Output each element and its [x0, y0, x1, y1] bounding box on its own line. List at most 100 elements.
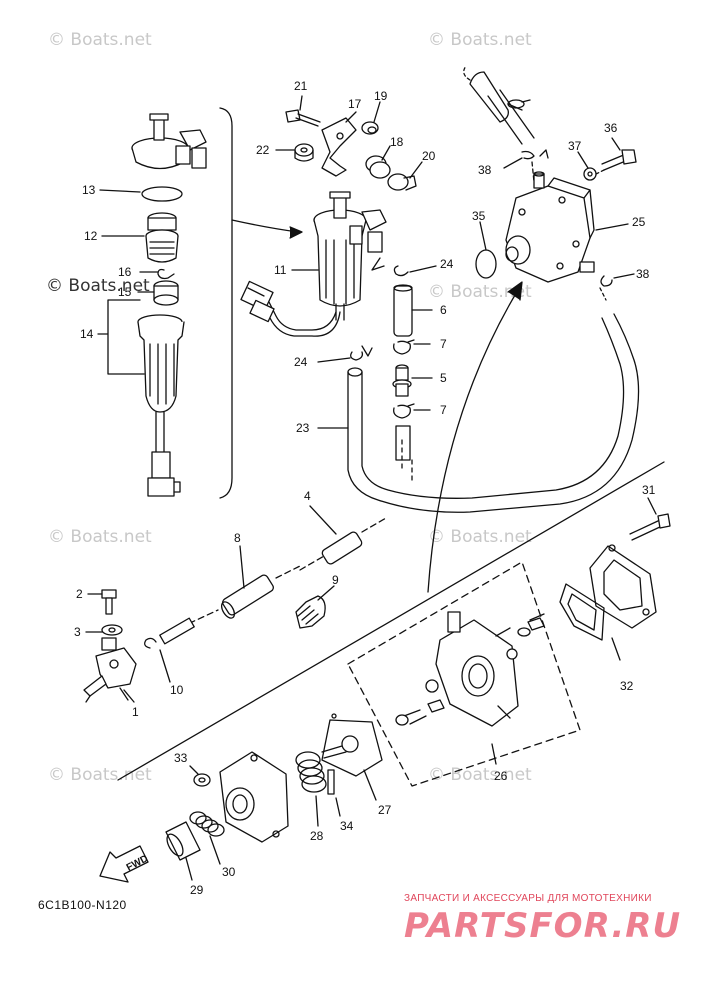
callout-18: 18 [390, 135, 404, 149]
spring-30 [189, 811, 225, 837]
callout-25: 25 [632, 215, 646, 229]
float [153, 280, 179, 306]
clip [157, 268, 175, 280]
callout-7a: 7 [440, 337, 447, 351]
flow-arrow [427, 289, 519, 593]
callout-9: 9 [332, 573, 339, 587]
brand-logo[interactable]: PARTSFOR.RU [404, 906, 682, 946]
filter-9 [295, 595, 326, 629]
piston-29 [165, 821, 201, 861]
callout-24b: 24 [294, 355, 308, 369]
fuel-pump-25 [505, 171, 595, 283]
hose-upper [463, 65, 535, 145]
sensor-wire [267, 299, 337, 331]
callout-36: 36 [604, 121, 618, 135]
callout-4: 4 [304, 489, 311, 503]
callout-27: 27 [378, 803, 392, 817]
spring-28 [295, 751, 327, 793]
callout-8: 8 [234, 531, 241, 545]
callout-38a: 38 [478, 163, 492, 177]
joint-5 [392, 364, 412, 397]
nut-22 [294, 143, 314, 162]
callout-21: 21 [294, 79, 308, 93]
gasket-32 [559, 583, 605, 641]
o-ring [141, 186, 183, 202]
sensor-connector [240, 280, 275, 323]
callout-13: 13 [82, 183, 96, 197]
fwd-arrow-icon [99, 845, 149, 883]
callout-11: 11 [274, 263, 287, 277]
hose-4 [321, 531, 363, 565]
clip-38b [600, 275, 613, 287]
callout-19: 19 [374, 89, 388, 103]
callout-38b: 38 [636, 267, 650, 281]
callout-1: 1 [132, 705, 139, 719]
clip-38 [521, 150, 535, 160]
hose-6 [393, 284, 413, 337]
hose-8 [220, 574, 274, 619]
pin-34 [327, 769, 335, 795]
section-divider [117, 461, 665, 781]
plug-20 [387, 173, 417, 191]
callout-29: 29 [190, 883, 204, 897]
water-separator-11 [313, 191, 387, 321]
watermark: © Boats.net [48, 527, 152, 547]
callout-2: 2 [76, 587, 83, 601]
fuel-filter-cap [131, 113, 207, 170]
filter-element [145, 212, 179, 263]
bracket-17 [321, 117, 357, 177]
assembly-dashed-box [347, 561, 581, 787]
pipe-10 [144, 617, 195, 649]
callout-22: 22 [256, 143, 270, 157]
callout-28: 28 [310, 829, 324, 843]
clip-24b [350, 351, 364, 361]
callout-37: 37 [568, 139, 582, 153]
callout-20: 20 [422, 149, 436, 163]
bolt-36 [601, 149, 637, 171]
callout-34: 34 [340, 819, 354, 833]
clamp-7 [393, 339, 415, 355]
callout-5: 5 [440, 371, 447, 385]
callout-33: 33 [174, 751, 188, 765]
brand-tagline: ЗАПЧАСТИ И АКСЕССУАРЫ ДЛЯ МОТОТЕХНИКИ [404, 893, 652, 904]
callout-7b: 7 [440, 403, 447, 417]
clamp-7b [393, 403, 415, 419]
fuel-hose-23 [347, 313, 640, 513]
watermark: © Boats.net [428, 527, 532, 547]
detail-bracket [219, 107, 233, 499]
pump-body-26 [395, 611, 545, 727]
watermark: © Boats.net [46, 276, 150, 296]
cock-1 [83, 637, 137, 703]
bolt-2 [101, 589, 117, 615]
callout-35: 35 [472, 209, 486, 223]
bolt-21 [285, 109, 321, 127]
grommet-19 [361, 121, 379, 135]
washer-37 [583, 167, 597, 181]
watermark: © Boats.net [48, 765, 152, 785]
grommet-18 [365, 155, 391, 179]
watermark: © Boats.net [428, 30, 532, 50]
bolt-31 [629, 513, 671, 541]
detail-arrow-head [289, 226, 303, 239]
watermark: © Boats.net [428, 282, 532, 302]
callout-30: 30 [222, 865, 236, 879]
callout-15: 15 [118, 285, 132, 299]
callout-31: 31 [642, 483, 656, 497]
callout-6: 6 [440, 303, 447, 317]
cover-32 [589, 544, 657, 629]
o-ring-35 [475, 249, 497, 279]
callout-26: 26 [494, 769, 508, 783]
diaphragm-27 [321, 713, 383, 777]
callout-14: 14 [80, 327, 94, 341]
callout-12: 12 [84, 229, 98, 243]
callout-3: 3 [74, 625, 81, 639]
filter-cup [137, 314, 185, 497]
callout-23: 23 [296, 421, 310, 435]
clip-24 [393, 265, 409, 277]
callout-10: 10 [170, 683, 184, 697]
diagram-code: 6C1B100-N120 [38, 898, 127, 912]
callout-24a: 24 [440, 257, 454, 271]
callout-32: 32 [620, 679, 634, 693]
hose-stub [395, 425, 411, 461]
